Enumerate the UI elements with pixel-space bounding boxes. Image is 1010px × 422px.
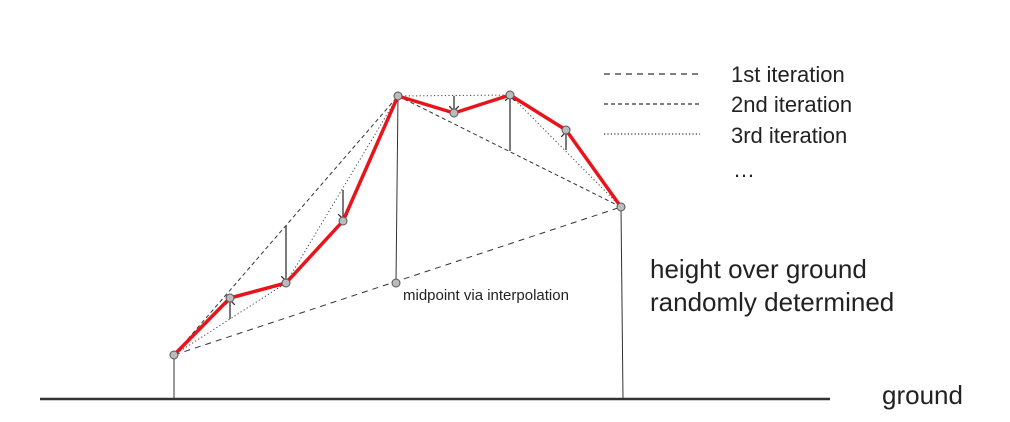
ground-label: ground [882,380,963,410]
interpolated-midpoint [391,278,401,288]
legend: 1st iteration 2nd iteration 3rd iteratio… [604,62,852,182]
midpoint-label: midpoint via interpolation [403,287,569,304]
peak-height-line [395,95,399,284]
curve-points [169,90,626,360]
legend-label-second: 2nd iteration [731,92,852,117]
height-label-line1: height over ground [650,254,867,284]
right-end-support [620,206,624,400]
legend-more: … [733,157,755,182]
legend-label-third: 3rd iteration [731,123,847,148]
legend-label-first: 1st iteration [731,62,845,87]
third-iteration-lines [173,94,622,356]
height-label-line2: randomly determined [650,287,894,317]
second-iteration-lines [173,95,622,356]
